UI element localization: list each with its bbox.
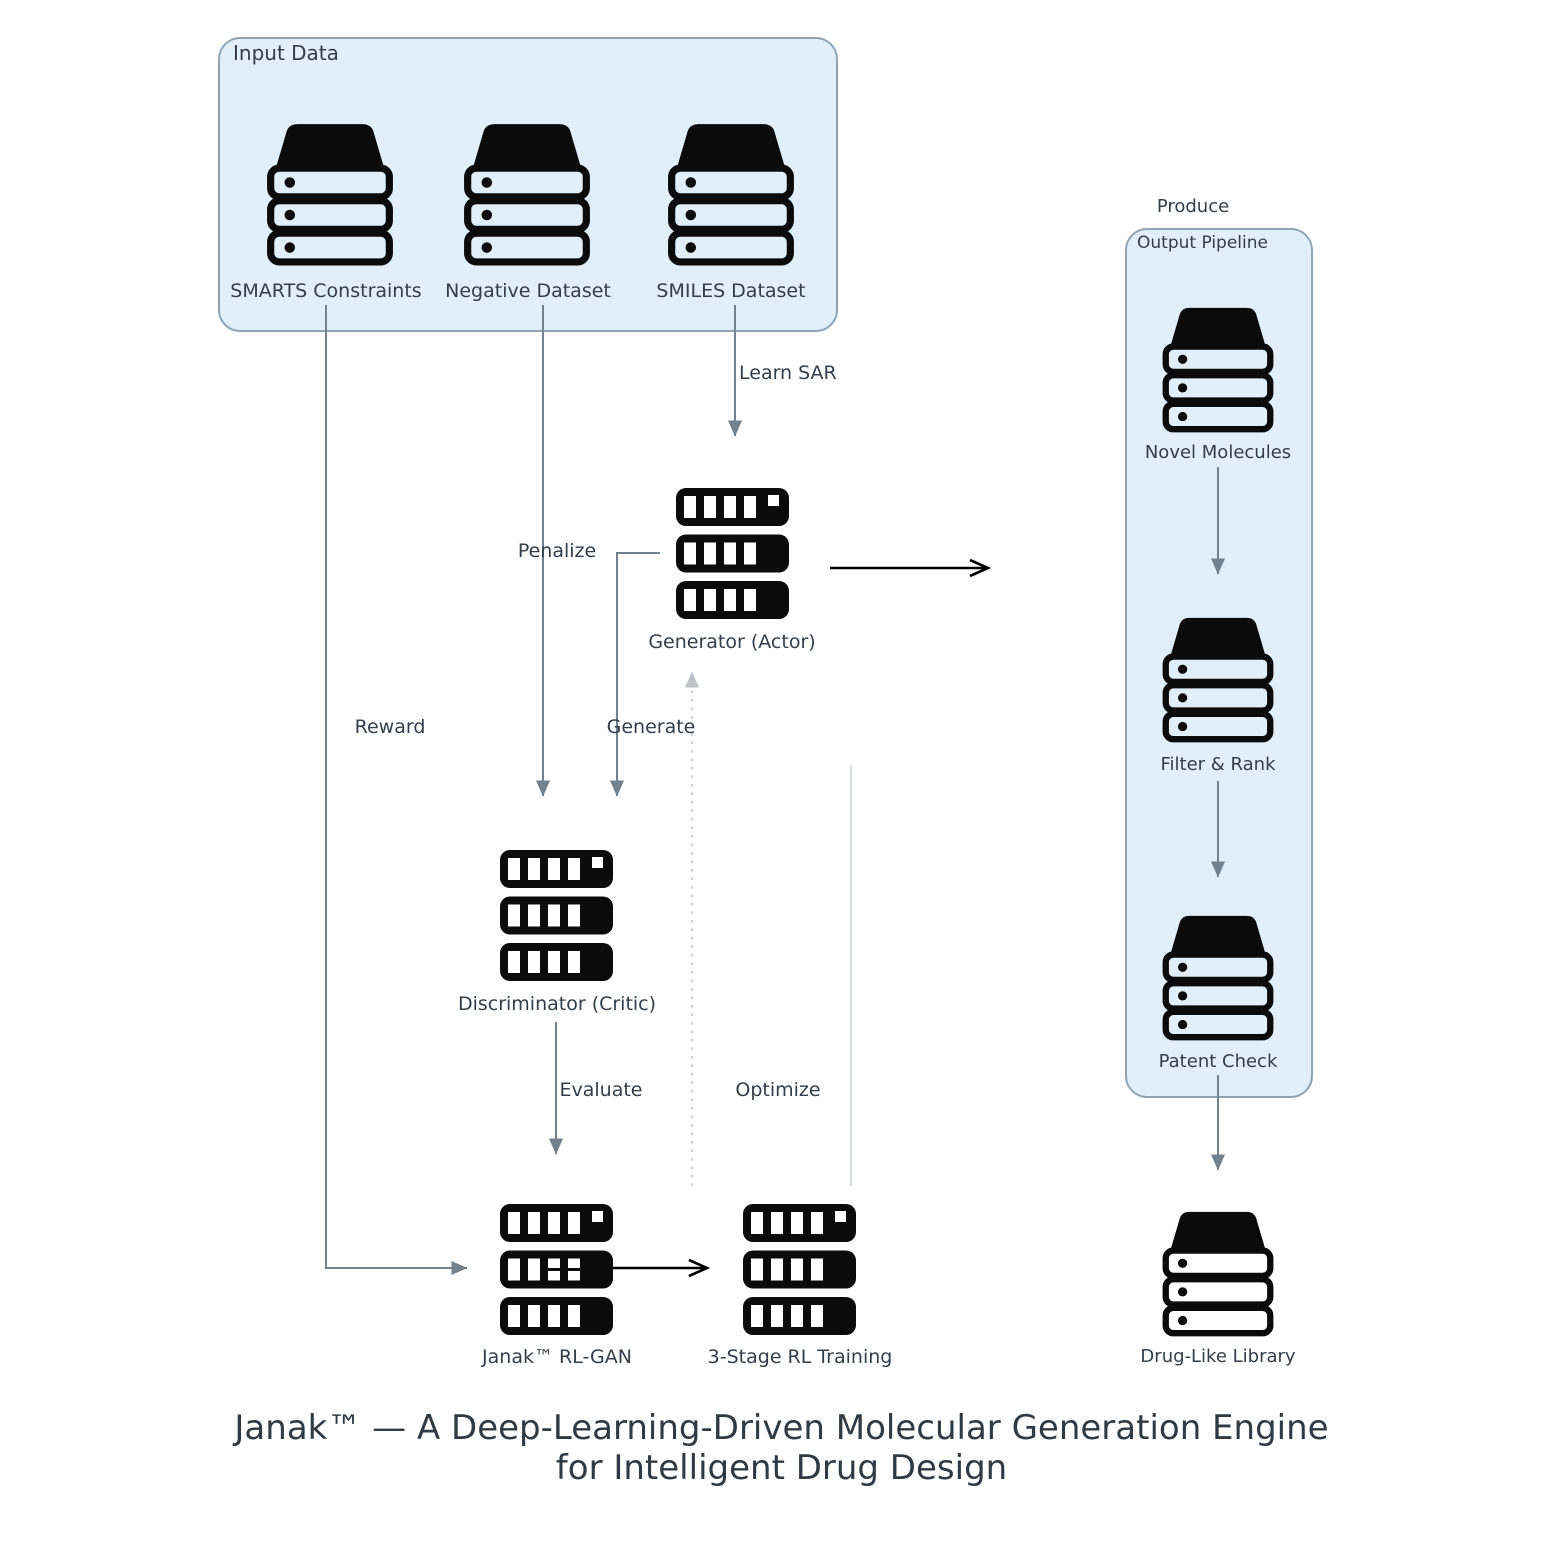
- node-label-smiles: SMILES Dataset: [656, 280, 806, 302]
- diagram-title: Janak™ — A Deep-Learning-Driven Molecula…: [0, 1408, 1563, 1488]
- produce-label: Produce: [1156, 196, 1230, 217]
- database-icon: [263, 120, 397, 266]
- node-label-training: 3-Stage RL Training: [707, 1346, 893, 1368]
- node-label-discriminator: Discriminator (Critic): [457, 993, 657, 1015]
- database-icon: [1159, 304, 1277, 433]
- node-label-novel: Novel Molecules: [1144, 442, 1292, 463]
- diagram-title-line2: for Intelligent Drug Design: [555, 1448, 1008, 1488]
- node-label-generator: Generator (Actor): [648, 631, 816, 653]
- database-icon: [460, 120, 594, 266]
- server-icon: [676, 488, 789, 619]
- edge-label-evaluate: Evaluate: [559, 1079, 643, 1101]
- input-data-group-label: Input Data: [233, 41, 339, 65]
- node-label-negative: Negative Dataset: [445, 280, 611, 302]
- edge-reward-line: [325, 305, 468, 1275]
- node-label-smarts: SMARTS Constraints: [230, 280, 422, 302]
- diagram-title-line1: Janak™ — A Deep-Learning-Driven Molecula…: [234, 1408, 1329, 1448]
- server-icon: [500, 850, 613, 981]
- node-label-library: Drug-Like Library: [1140, 1346, 1296, 1367]
- database-icon: [1159, 1208, 1277, 1337]
- database-icon: [1159, 614, 1277, 743]
- edge-label-penalize: Penalize: [517, 540, 597, 562]
- node-label-rlgan: Janak™ RL-GAN: [482, 1346, 632, 1368]
- database-icon: [664, 120, 798, 266]
- edge-label-optimize: Optimize: [735, 1079, 821, 1101]
- edge-label-generate: Generate: [606, 716, 696, 738]
- edge-label-reward: Reward: [354, 716, 426, 738]
- input-data-group-box: [218, 37, 838, 332]
- edge-label-learn-sar: Learn SAR: [739, 362, 837, 384]
- node-label-patent: Patent Check: [1158, 1051, 1278, 1072]
- server-icon: [743, 1204, 856, 1335]
- server-icon: [500, 1204, 613, 1335]
- database-icon: [1159, 912, 1277, 1041]
- node-label-filter: Filter & Rank: [1160, 754, 1276, 775]
- edge-generate-line: [610, 552, 660, 797]
- output-pipeline-group-label: Output Pipeline: [1137, 233, 1268, 253]
